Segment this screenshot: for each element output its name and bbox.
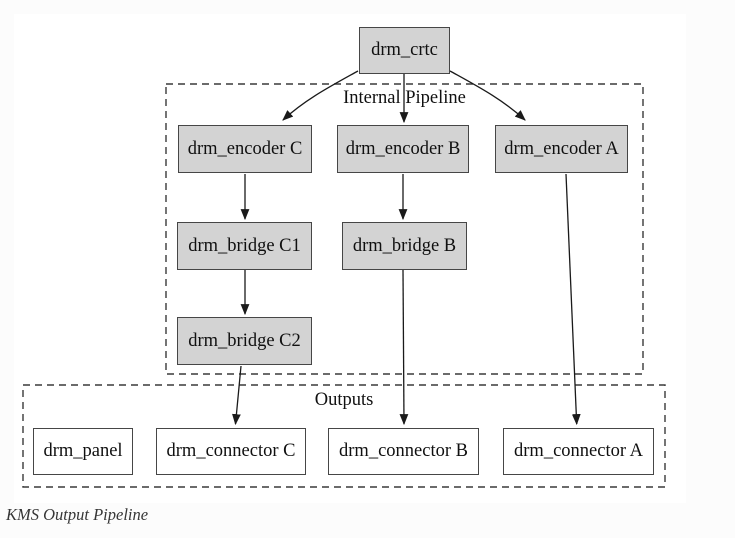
- edge-crtc-to-encoder-c: [282, 70, 359, 121]
- node-drm-crtc: drm_crtc: [359, 27, 450, 74]
- node-drm-bridge-b: drm_bridge B: [342, 222, 467, 270]
- node-drm-encoder-a: drm_encoder A: [495, 125, 628, 173]
- node-drm-panel: drm_panel: [33, 428, 133, 475]
- edge-encoder-a-to-connector-a: [565, 173, 581, 426]
- node-drm-bridge-c2: drm_bridge C2: [177, 317, 312, 365]
- edge-bridge-b-to-connector-b: [399, 269, 409, 426]
- edge-bridge-c2-to-connector-c: [232, 365, 242, 426]
- edge-crtc-to-encoder-a: [449, 70, 526, 121]
- node-drm-encoder-c: drm_encoder C: [178, 125, 312, 173]
- node-drm-encoder-b: drm_encoder B: [337, 125, 469, 173]
- node-drm-connector-c: drm_connector C: [156, 428, 306, 475]
- node-drm-connector-a: drm_connector A: [503, 428, 654, 475]
- node-drm-bridge-c1: drm_bridge C1: [177, 222, 312, 270]
- diagram-caption: KMS Output Pipeline: [6, 505, 149, 524]
- node-drm-connector-b: drm_connector B: [328, 428, 479, 475]
